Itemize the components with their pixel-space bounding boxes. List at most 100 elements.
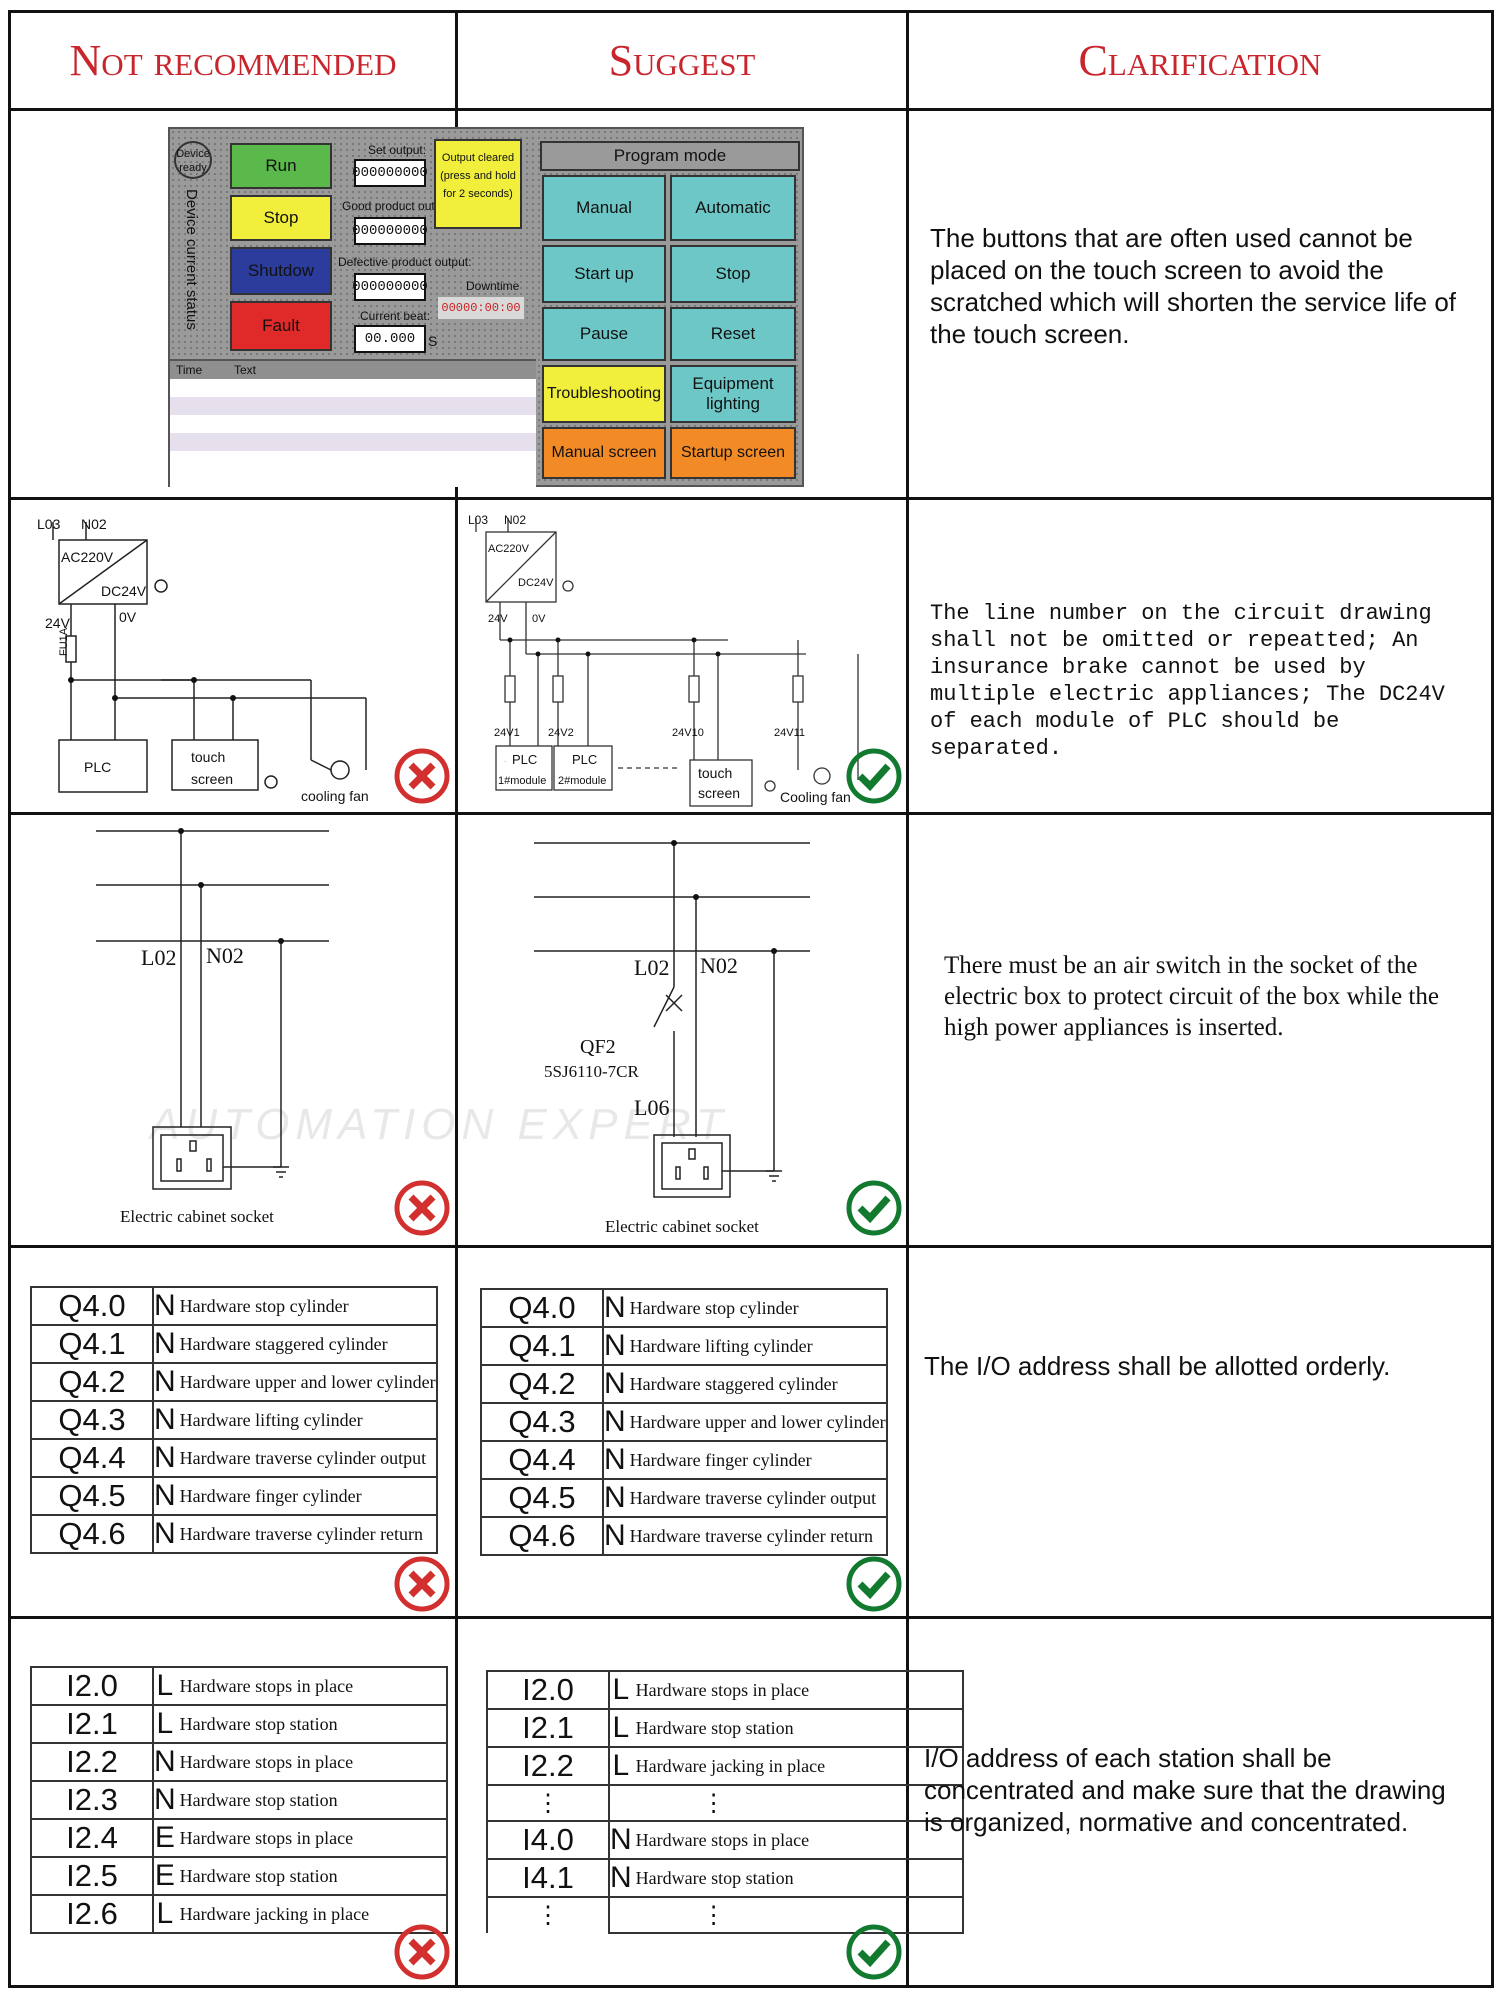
pause-button[interactable]: Pause <box>542 307 666 361</box>
io-type: N <box>608 1858 632 1898</box>
io-address: I2.2 <box>486 1746 610 1786</box>
io-description: Hardware stops in place <box>631 1820 964 1860</box>
io-description: Hardware stop station <box>631 1708 964 1748</box>
automatic-button[interactable]: Automatic <box>670 175 796 241</box>
label-l03: L03 <box>37 516 61 532</box>
equipment-lighting-button[interactable]: Equipment lighting <box>670 365 796 423</box>
check-icon <box>846 1180 902 1236</box>
label-dc24v: DC24V <box>518 577 554 589</box>
manual-button[interactable]: Manual <box>542 175 666 241</box>
clarification-4: The I/O address shall be allotted orderl… <box>924 1351 1391 1381</box>
header-suggest: Suggest <box>608 36 756 85</box>
stop-mode-button[interactable]: Stop <box>670 245 796 303</box>
troubleshooting-button[interactable]: Troubleshooting <box>542 365 666 423</box>
check-icon <box>846 1556 902 1612</box>
defective-output-field[interactable]: 000000000 <box>352 273 428 301</box>
log-header: Time Text <box>170 361 536 379</box>
io-address: Q4.0 <box>480 1288 604 1328</box>
startup-screen-button[interactable]: Startup screen <box>670 427 796 479</box>
label-l06: L06 <box>634 1095 669 1120</box>
io-type: N <box>602 1364 626 1404</box>
label-24v11: 24V11 <box>774 727 805 739</box>
io-type: N <box>602 1326 626 1366</box>
io-address: Q4.5 <box>30 1476 154 1516</box>
run-button[interactable]: Run <box>230 143 332 189</box>
io-type: L <box>608 1708 632 1748</box>
row-divider <box>8 108 1494 111</box>
label-n02: N02 <box>81 516 107 532</box>
log-row[interactable] <box>170 397 536 415</box>
io-description: Hardware traverse cylinder output <box>625 1478 888 1518</box>
io-type <box>608 1896 632 1934</box>
io-description: Hardware stop cylinder <box>175 1286 438 1326</box>
io-description: Hardware traverse cylinder return <box>625 1516 888 1556</box>
reset-button[interactable]: Reset <box>670 307 796 361</box>
io-type: L <box>608 1746 632 1786</box>
watermark: AUTOMATION EXPERT <box>150 1100 729 1149</box>
cross-icon <box>394 1180 450 1236</box>
io-type <box>608 1784 632 1822</box>
good-output-label: Good product output <box>342 199 452 213</box>
io-address: Q4.4 <box>30 1438 154 1478</box>
circuit-not-recommended: L03 N02 AC220V DC24V 24V 0V FU1A PLC tou… <box>37 516 369 804</box>
io-description: Hardware lifting cylinder <box>175 1400 438 1440</box>
good-output-field[interactable]: 000000000 <box>352 217 428 245</box>
start-up-button[interactable]: Start up <box>542 245 666 303</box>
io-address: I2.1 <box>486 1708 610 1748</box>
io-address: Q4.6 <box>30 1514 154 1554</box>
current-beat-field[interactable]: 00.000 <box>354 325 426 353</box>
io-description: Hardware traverse cylinder return <box>175 1514 438 1554</box>
shutdown-button[interactable]: Shutdow <box>230 247 332 295</box>
io-description: Hardware finger cylinder <box>175 1476 438 1516</box>
log-panel: Time Text <box>170 359 536 487</box>
output-cleared-button[interactable]: Output cleared (press and hold for 2 sec… <box>434 139 522 229</box>
label-l02: L02 <box>141 945 176 970</box>
io-description: Hardware upper and lower cylinder <box>175 1362 438 1402</box>
io-type: N <box>152 1286 176 1326</box>
io-description: Hardware stop station <box>175 1704 448 1744</box>
label-screen: screen <box>698 785 740 801</box>
label-n02: N02 <box>206 943 244 968</box>
manual-screen-button[interactable]: Manual screen <box>542 427 666 479</box>
label-module2: 2#module <box>558 775 606 787</box>
label-plc: PLC <box>84 759 111 775</box>
socket-caption-good: Electric cabinet socket <box>605 1217 759 1236</box>
label-l02: L02 <box>634 955 669 980</box>
stop-button[interactable]: Stop <box>230 195 332 241</box>
downtime-display: 00000:00:00 <box>438 297 524 319</box>
set-output-field[interactable]: 000000000 <box>352 159 428 187</box>
label-fuse: FU1A <box>58 627 70 656</box>
log-row[interactable] <box>170 433 536 451</box>
io-type: L <box>608 1670 632 1710</box>
downtime-label: Downtime <box>466 279 520 293</box>
io-address: I2.0 <box>30 1666 154 1706</box>
label-touch: touch <box>191 749 225 765</box>
io-type: L <box>152 1704 176 1744</box>
label-dc24v: DC24V <box>101 583 147 599</box>
table-row: ⋮⋮ <box>486 1784 964 1822</box>
label-cooling-fan: cooling fan <box>301 788 369 804</box>
beat-unit: S <box>428 333 438 349</box>
io-description: ⋮ <box>631 1784 964 1822</box>
label-24v10: 24V10 <box>672 727 704 739</box>
io-address: Q4.6 <box>480 1516 604 1556</box>
fault-button[interactable]: Fault <box>230 301 332 351</box>
label-24v: 24V <box>45 615 71 631</box>
io-address: I2.2 <box>30 1742 154 1782</box>
label-24v1: 24V1 <box>494 727 520 739</box>
io-description: Hardware staggered cylinder <box>175 1324 438 1364</box>
label-cooling-fan: Cooling fan <box>780 789 851 805</box>
